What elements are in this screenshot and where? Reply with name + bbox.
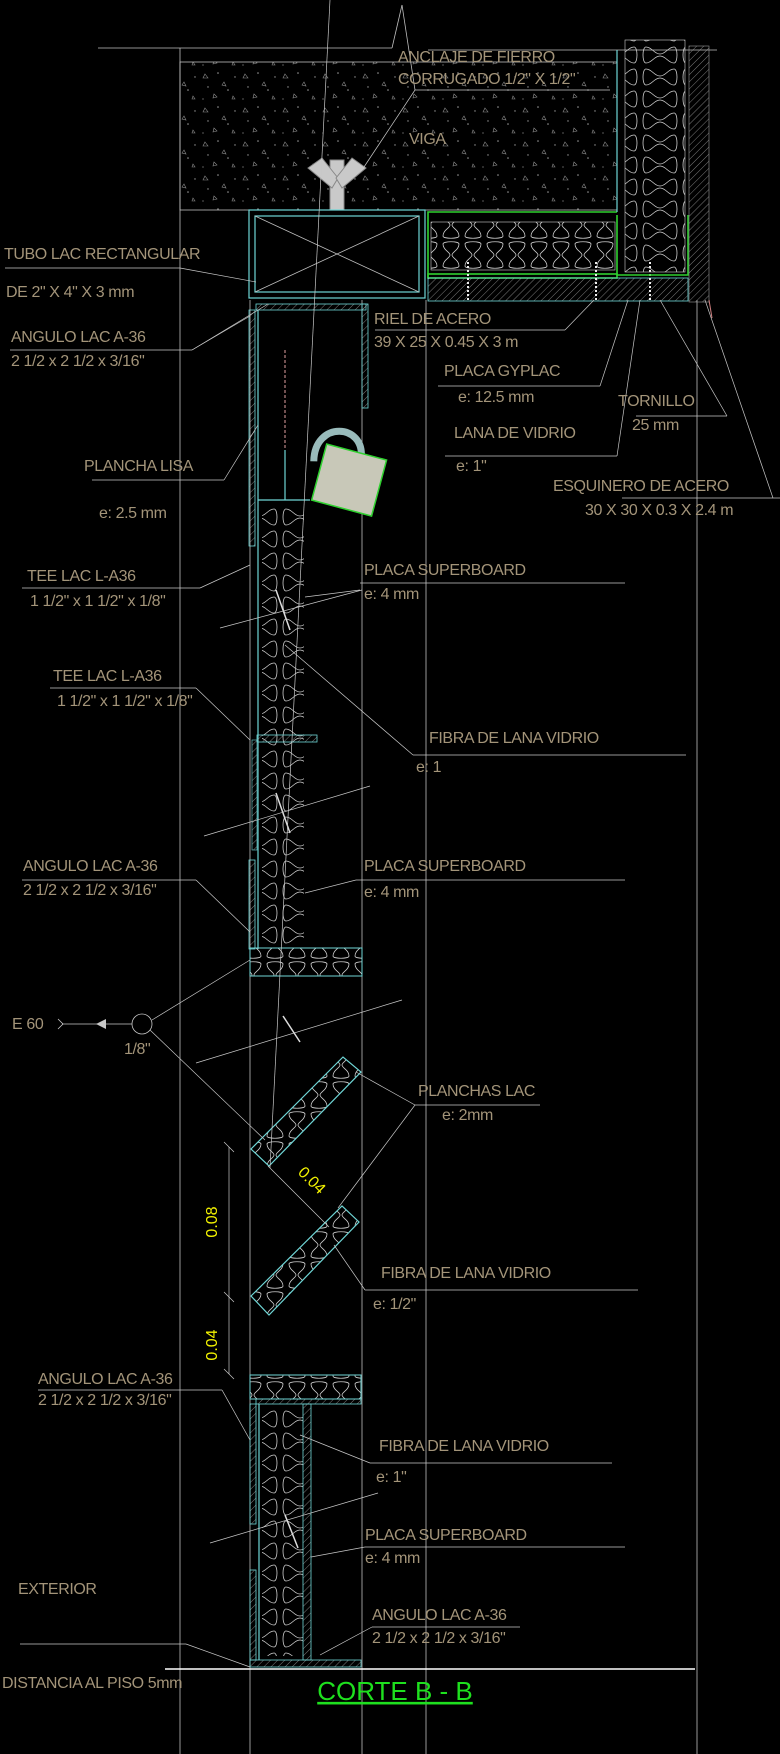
label-angulo-1-spec: 2 1/2 x 2 1/2 x 3/16" — [11, 353, 144, 370]
label-tubo: TUBO LAC RECTANGULAR — [4, 246, 200, 263]
dimension-lines — [223, 1141, 330, 1380]
leader-lines — [5, 89, 780, 1670]
annotations: ANCLAJE DE FIERRO CORRUGADO 1/2" X 1/2" … — [2, 49, 734, 1692]
label-angulo-3-spec: 2 1/2 x 2 1/2 x 3/16" — [38, 1392, 171, 1409]
reference-lines — [98, 4, 717, 1754]
label-superboard-3: PLACA SUPERBOARD — [365, 1527, 527, 1544]
label-anclaje-spec: CORRUGADO 1/2" X 1/2" — [398, 71, 575, 88]
label-planchas: PLANCHAS LAC — [418, 1083, 535, 1100]
padlock-icon — [310, 427, 388, 518]
label-fibra-3-spec: e: 1" — [376, 1469, 406, 1486]
label-angulo-4-spec: 2 1/2 x 2 1/2 x 3/16" — [372, 1630, 505, 1647]
label-lana: LANA DE VIDRIO — [454, 425, 576, 442]
label-anclaje: ANCLAJE DE FIERRO — [398, 49, 555, 66]
weld-symbol-icon — [57, 1013, 153, 1035]
label-fibra-1: FIBRA DE LANA VIDRIO — [429, 730, 599, 747]
louver-panel — [250, 0, 362, 1316]
label-gyplac-spec: e: 12.5 mm — [458, 389, 534, 406]
label-superboard-3-spec: e: 4 mm — [365, 1550, 420, 1567]
label-weld-size: 1/8" — [124, 1041, 150, 1058]
label-angulo-3: ANGULO LAC A-36 — [38, 1371, 173, 1388]
label-lana-spec: e: 1" — [456, 458, 486, 475]
label-angulo-4: ANGULO LAC A-36 — [372, 1607, 507, 1624]
label-fibra-3: FIBRA DE LANA VIDRIO — [379, 1438, 549, 1455]
ceiling-insulation — [427, 211, 689, 302]
label-superboard-2-spec: e: 4 mm — [364, 884, 419, 901]
dimension-gap-diag: 0.04 — [294, 1164, 328, 1198]
label-superboard-1-spec: e: 4 mm — [364, 586, 419, 603]
label-angulo-2-spec: 2 1/2 x 2 1/2 x 3/16" — [23, 882, 156, 899]
label-esquinero-spec: 30 X 30 X 0.3 X 2.4 m — [585, 502, 733, 519]
label-plancha-spec: e: 2.5 mm — [99, 505, 167, 522]
label-distancia: DISTANCIA AL PISO 5mm — [2, 1675, 182, 1692]
label-riel-spec: 39 X 25 X 0.45 X 3 m — [374, 334, 518, 351]
label-tornillo: TORNILLO — [618, 393, 695, 410]
label-tee-2-spec: 1 1/2" x 1 1/2" x 1/8" — [57, 693, 192, 710]
label-fibra-1-spec: e: 1 — [416, 759, 442, 776]
label-tee-2: TEE LAC L-A36 — [53, 668, 162, 685]
concrete-beam — [179, 61, 618, 211]
anchor-bar-icon — [307, 157, 367, 211]
label-riel: RIEL DE ACERO — [374, 311, 491, 328]
label-weld: E 60 — [12, 1016, 44, 1033]
label-tee-1-spec: 1 1/2" x 1 1/2" x 1/8" — [30, 593, 165, 610]
lower-wall-panel — [249, 1374, 362, 1668]
rectangular-tube — [248, 209, 426, 299]
upper-wall-panel — [248, 303, 369, 977]
label-fibra-2: FIBRA DE LANA VIDRIO — [381, 1265, 551, 1282]
dimension-vertical-bottom: 0.04 — [204, 1329, 221, 1360]
label-esquinero: ESQUINERO DE ACERO — [553, 478, 729, 495]
dimension-vertical-top: 0.08 — [204, 1206, 221, 1237]
drawing-title: CORTE B - B — [317, 1676, 473, 1706]
label-plancha: PLANCHA LISA — [84, 458, 194, 475]
label-exterior: EXTERIOR — [18, 1581, 97, 1598]
label-tee-1: TEE LAC L-A36 — [27, 568, 136, 585]
label-tornillo-spec: 25 mm — [632, 417, 679, 434]
label-viga: VIGA — [409, 131, 446, 148]
label-fibra-2-spec: e: 1/2" — [373, 1296, 416, 1313]
label-angulo-1: ANGULO LAC A-36 — [11, 329, 146, 346]
label-gyplac: PLACA GYPLAC — [444, 363, 560, 380]
right-wall — [616, 39, 713, 319]
label-planchas-spec: e: 2mm — [442, 1107, 493, 1124]
label-tubo-spec: DE 2" X 4" X 3 mm — [6, 284, 134, 301]
label-superboard-2: PLACA SUPERBOARD — [364, 858, 526, 875]
label-angulo-2: ANGULO LAC A-36 — [23, 858, 158, 875]
label-superboard-1: PLACA SUPERBOARD — [364, 562, 526, 579]
